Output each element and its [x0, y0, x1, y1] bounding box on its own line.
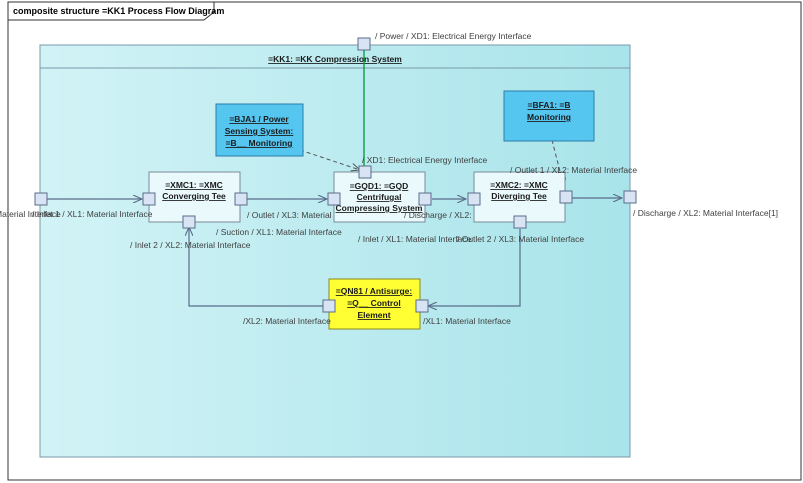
bfa1-type: Monitoring — [527, 112, 571, 122]
label-discharge-inner: / Discharge / XL2: — [404, 210, 472, 220]
port-xmc2-outlet1[interactable] — [559, 190, 573, 204]
gqd1-name: =GQD1: =GQD — [350, 181, 409, 191]
xmc1-type: Converging Tee — [162, 191, 226, 201]
port-xmc1-inlet1[interactable] — [142, 192, 156, 206]
label-discharge-external: / Discharge / XL2: Material Interface[1] — [633, 208, 778, 218]
label-gqd-xd1: / XD1: Electrical Energy Interface — [362, 155, 487, 165]
port-power-external[interactable] — [357, 37, 371, 51]
bja1-type-2: =B__ Monitoring — [226, 138, 293, 148]
part-xmc1[interactable]: =XMC1: =XMC Converging Tee — [148, 171, 241, 223]
qn81-type: =Q__ Control — [347, 298, 401, 308]
bfa1-name: =BFA1: =B — [528, 100, 571, 110]
part-bfa1[interactable]: =BFA1: =B Monitoring — [503, 90, 595, 142]
port-gqd1-discharge[interactable] — [418, 192, 432, 206]
part-bja1[interactable]: =BJA1 / Power Sensing System: =B__ Monit… — [215, 103, 304, 157]
xmc2-type: Diverging Tee — [491, 191, 547, 201]
part-qn81[interactable]: =QN81 / Antisurge: =Q__ Control Element — [328, 278, 421, 330]
part-gqd1[interactable]: =GQD1: =GQD Centrifugal Compressing Syst… — [333, 171, 426, 223]
port-xmc2-outlet2[interactable] — [513, 215, 527, 229]
port-gqd1-suction[interactable] — [327, 192, 341, 206]
port-inlet-external[interactable] — [34, 192, 48, 206]
label-qn-xl2: /XL2: Material Interface — [243, 316, 331, 326]
port-qn81-xl1[interactable] — [415, 299, 429, 313]
port-xmc2-inlet[interactable] — [467, 192, 481, 206]
label-ext-inlet-over: / Inlet 1 / XL1: Material Interface — [32, 209, 153, 219]
label-qn-xl1: /XL1: Material Interface — [423, 316, 511, 326]
flow-qn81-to-xmc1[interactable] — [189, 227, 323, 307]
label-power: / Power / XD1: Electrical Energy Interfa… — [375, 31, 532, 41]
part-xmc2[interactable]: =XMC2: =XMC Diverging Tee — [473, 171, 566, 223]
label-outlet2: / Outlet 2 / XL3: Material Interface — [457, 234, 584, 244]
xmc2-name: =XMC2: =XMC — [490, 180, 548, 190]
qn81-type-2: Element — [357, 310, 390, 320]
port-xmc1-inlet2[interactable] — [182, 215, 196, 229]
bja1-type: Sensing System: — [225, 126, 294, 136]
gqd1-type-2: Compressing System — [336, 203, 423, 213]
port-discharge-external[interactable] — [623, 190, 637, 204]
label-ext-inlet: Material Interface — [0, 209, 61, 219]
qn81-name: =QN81 / Antisurge: — [336, 286, 413, 296]
port-gqd1-xd1[interactable] — [358, 165, 372, 179]
frame-title-tab — [7, 1, 215, 21]
gqd1-type: Centrifugal — [357, 192, 402, 202]
label-suction: / Suction / XL1: Material Interface — [216, 227, 342, 237]
label-inlet-xl1: / Inlet / XL1: Material Interface — [358, 234, 472, 244]
port-xmc1-outlet[interactable] — [234, 192, 248, 206]
frame-title: composite structure =KK1 Process Flow Di… — [13, 6, 224, 16]
label-outlet-xl3: / Outlet / XL3: Material — [247, 210, 332, 220]
xmc1-name: =XMC1: =XMC — [165, 180, 223, 190]
bja1-dependency[interactable] — [299, 149, 360, 170]
system-title: =KK1: =KK Compression System — [268, 54, 402, 64]
flow-xmc2-to-qn81[interactable] — [428, 229, 521, 306]
port-qn81-xl2[interactable] — [322, 299, 336, 313]
label-outlet1: / Outlet 1 / XL2: Material Interface — [510, 165, 637, 175]
bja1-name: =BJA1 / Power — [229, 114, 289, 124]
bfa1-dependency[interactable] — [551, 139, 564, 187]
label-inlet2: / Inlet 2 / XL2: Material Interface — [130, 240, 251, 250]
